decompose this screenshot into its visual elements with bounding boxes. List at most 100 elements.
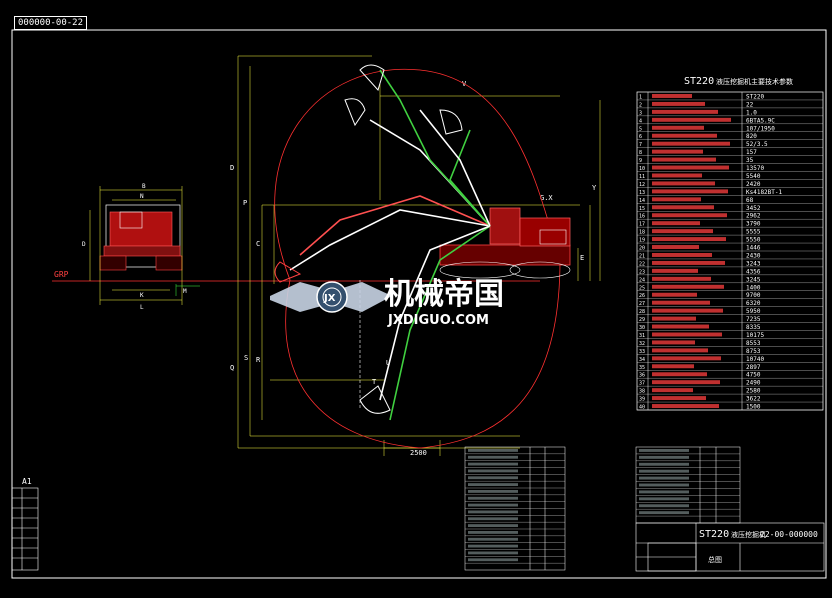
svg-text:N: N xyxy=(140,193,144,200)
logo-badge: JX xyxy=(323,293,336,304)
svg-text:B: B xyxy=(142,183,146,190)
spec-row-index: 19 xyxy=(639,238,645,244)
spec-row-value: 107/1950 xyxy=(746,125,775,132)
svg-text:C: C xyxy=(256,240,260,248)
spec-row-parameter xyxy=(652,173,702,178)
spec-row-value: 8553 xyxy=(746,340,761,347)
spec-row-value: 10740 xyxy=(746,356,764,363)
parts-row-entry xyxy=(468,551,518,555)
logo-cn: 机械帝国 xyxy=(384,277,504,312)
svg-text:R: R xyxy=(256,356,261,364)
spec-row-index: 12 xyxy=(639,182,645,188)
svg-text:U: U xyxy=(386,359,390,367)
spec-row-index: 22 xyxy=(639,261,645,267)
spec-row-value: 2420 xyxy=(746,181,761,188)
parts-row-entry xyxy=(468,524,518,527)
spec-row-index: 33 xyxy=(639,349,645,355)
parts-row-entry xyxy=(639,476,689,480)
parts-row-entry xyxy=(468,469,518,473)
spec-row-index: 34 xyxy=(639,357,645,363)
spec-row-value: 1400 xyxy=(746,284,761,291)
svg-text:D: D xyxy=(82,241,86,248)
spec-row-value: 35 xyxy=(746,157,754,164)
svg-text:D: D xyxy=(230,164,234,172)
spec-row-parameter xyxy=(652,245,699,249)
parts-row-entry xyxy=(468,483,518,486)
spec-row-value: 3622 xyxy=(746,396,761,403)
spec-row-value: 5555 xyxy=(746,229,761,236)
parts-row-entry xyxy=(468,537,518,541)
spec-row-index: 7 xyxy=(639,142,642,148)
spec-row-value: 5550 xyxy=(746,237,761,244)
spec-row-parameter xyxy=(652,157,716,162)
spec-row-value: 6320 xyxy=(746,300,761,307)
spec-row-parameter xyxy=(652,260,725,265)
spec-row-parameter xyxy=(652,205,714,210)
logo-en: JXDIGUO.COM xyxy=(387,313,489,328)
spec-row-parameter xyxy=(652,117,731,122)
parts-row-entry xyxy=(468,476,518,480)
title-text: 液压挖掘机 xyxy=(731,530,766,539)
title-drawing-number: 22-00-000000 xyxy=(760,530,818,539)
dimension-labels: V G.X D P C Q S R U T Y E 2500 xyxy=(230,80,597,457)
spec-row-index: 14 xyxy=(639,198,645,204)
spec-row-parameter xyxy=(652,229,713,234)
spec-row-value: 10175 xyxy=(746,332,764,339)
spec-row-index: 13 xyxy=(639,190,645,196)
spec-row-parameter xyxy=(652,221,700,226)
spec-row-parameter xyxy=(652,348,708,353)
spec-row-value: 52/3.5 xyxy=(746,141,768,148)
dim-2500-label: 2500 xyxy=(410,449,427,457)
svg-text:S: S xyxy=(244,354,248,362)
spec-row-parameter xyxy=(652,380,720,385)
spec-row-index: 30 xyxy=(639,325,645,331)
spec-row-parameter xyxy=(652,340,695,345)
bucket-positions xyxy=(274,64,463,414)
svg-text:L: L xyxy=(140,304,144,311)
svg-text:E: E xyxy=(580,254,584,262)
watermark-logo: JX 机械帝国 JXDIGUO.COM xyxy=(270,277,504,328)
spec-row-parameter xyxy=(652,125,704,130)
parts-row-entry xyxy=(639,511,689,515)
spec-row-parameter xyxy=(652,308,723,313)
spec-row-value: 3452 xyxy=(746,205,761,212)
spec-row-index: 9 xyxy=(639,158,642,164)
spec-row-parameter xyxy=(652,316,696,321)
parts-row-entry xyxy=(468,531,518,534)
spec-row-parameter xyxy=(652,372,707,377)
spec-row-index: 26 xyxy=(639,293,645,299)
parts-row-entry xyxy=(468,462,518,466)
spec-row-index: 20 xyxy=(639,246,645,252)
parts-row-entry xyxy=(639,483,689,487)
spec-title-model: ST220 xyxy=(684,76,714,87)
spec-row-index: 28 xyxy=(639,309,645,315)
parts-row-entry xyxy=(639,449,689,452)
parts-row-entry xyxy=(639,490,689,494)
svg-text:T: T xyxy=(372,378,377,386)
spec-row-parameter xyxy=(652,133,717,138)
title-model: ST220 xyxy=(699,529,729,540)
spec-row-parameter xyxy=(652,356,721,361)
spec-row-index: 2 xyxy=(639,102,642,108)
spec-row-parameter xyxy=(652,292,697,297)
spec-row-parameter xyxy=(652,109,718,114)
spec-row-value: 8753 xyxy=(746,348,761,355)
sheet-border xyxy=(11,29,827,579)
parts-rows xyxy=(465,449,740,564)
spec-row-value: 1500 xyxy=(746,404,761,411)
spec-row-value: 2490 xyxy=(746,380,761,387)
title-part-name: 总图 xyxy=(708,555,722,564)
spec-row-index: 3 xyxy=(639,110,642,116)
spec-row-value: 8335 xyxy=(746,324,761,331)
spec-row-value: 9700 xyxy=(746,292,761,299)
spec-row-parameter xyxy=(652,213,727,218)
spec-row-index: 1 xyxy=(639,94,642,100)
spec-row-parameter xyxy=(652,197,701,202)
sheet-size-label: A1 xyxy=(22,477,32,486)
spec-row-index: 32 xyxy=(639,341,645,347)
spec-row-index: 37 xyxy=(639,381,645,387)
spec-row-value: 2430 xyxy=(746,252,761,259)
spec-row-parameter xyxy=(652,324,709,329)
spec-row-index: 36 xyxy=(639,373,645,379)
